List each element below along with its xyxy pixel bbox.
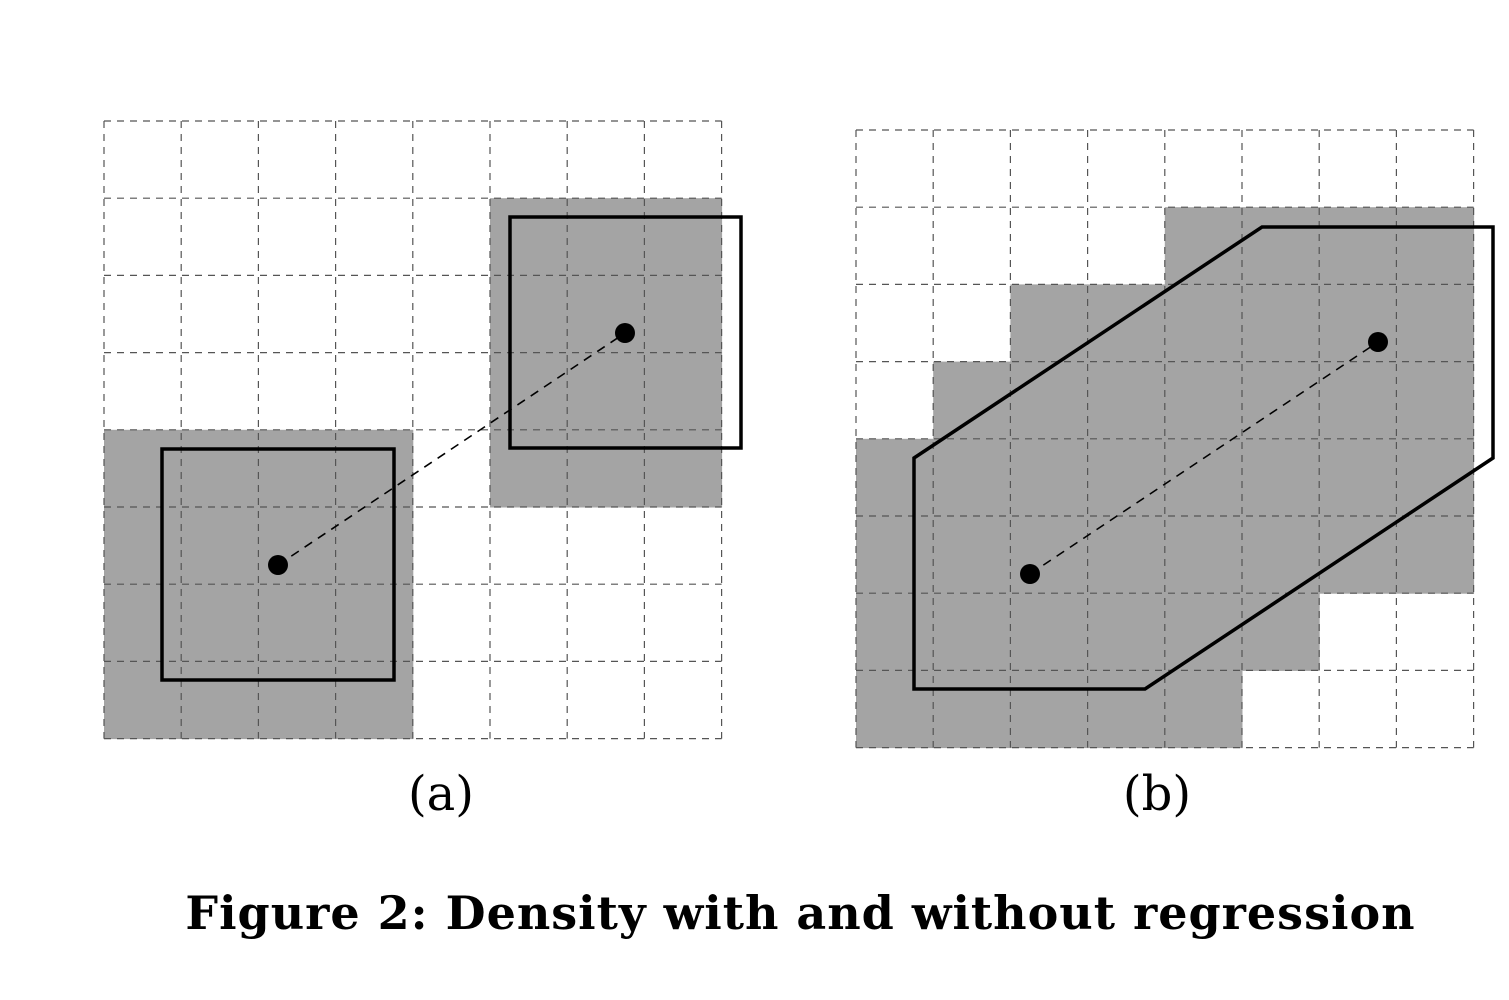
data-point xyxy=(268,555,288,575)
density-cell xyxy=(258,584,337,662)
density-cell xyxy=(1164,207,1243,285)
panel-a-without-regression xyxy=(103,120,743,740)
density-cell xyxy=(644,352,723,431)
density-cell xyxy=(335,429,414,508)
density-cell xyxy=(1242,207,1320,285)
density-cell xyxy=(933,593,1011,671)
density-cell xyxy=(1319,284,1397,363)
density-cell xyxy=(1164,670,1243,749)
density-cell xyxy=(567,429,645,508)
connector-line xyxy=(1029,341,1379,575)
density-cell xyxy=(258,507,337,585)
density-cell xyxy=(644,429,723,508)
density-cell xyxy=(644,275,723,354)
subfigure-label-b: (b) xyxy=(1122,766,1192,822)
panel-b-with-regression xyxy=(855,129,1495,749)
density-cell xyxy=(1087,438,1166,517)
density-cell xyxy=(181,429,259,508)
density-cell xyxy=(1010,516,1089,594)
density-cell xyxy=(1396,361,1475,440)
data-point xyxy=(1020,564,1040,584)
figure-caption: Figure 2: Density with and without regre… xyxy=(0,886,1509,940)
density-cell xyxy=(856,593,934,671)
density-cell xyxy=(1087,361,1166,440)
density-cell xyxy=(1010,670,1089,749)
density-cell xyxy=(1396,207,1475,285)
density-cell xyxy=(181,507,259,585)
lower-left-box xyxy=(160,447,396,682)
density-cell xyxy=(104,584,182,662)
density-cell xyxy=(1319,207,1397,285)
density-cell xyxy=(258,661,337,740)
density-cell xyxy=(104,429,182,508)
density-cell xyxy=(1010,361,1089,440)
density-cell xyxy=(856,516,934,594)
data-point xyxy=(615,323,635,343)
density-cell xyxy=(567,352,645,431)
connector-line xyxy=(277,332,626,566)
density-cell xyxy=(1242,438,1320,517)
subfigure-label-a: (a) xyxy=(407,766,475,822)
density-cell xyxy=(1242,284,1320,363)
density-cell xyxy=(1087,516,1166,594)
density-cell xyxy=(104,661,182,740)
density-cell xyxy=(856,670,934,749)
density-cell xyxy=(258,429,337,508)
density-cell xyxy=(490,275,568,354)
density-cell xyxy=(1319,361,1397,440)
density-cell xyxy=(1010,438,1089,517)
density-cell xyxy=(1242,361,1320,440)
figure-caption-text: Figure 2: Density with and without regre… xyxy=(185,886,1416,940)
density-cell xyxy=(1087,284,1166,363)
density-cell xyxy=(1164,361,1243,440)
density-cell xyxy=(856,438,934,517)
density-cell xyxy=(1010,593,1089,671)
regression-hexagon xyxy=(912,225,1495,691)
density-cell xyxy=(490,352,568,431)
density-cell xyxy=(933,670,1011,749)
upper-right-box xyxy=(508,215,743,450)
density-cell xyxy=(1396,516,1475,594)
density-cell xyxy=(1087,593,1166,671)
density-cell xyxy=(567,198,645,276)
density-cell xyxy=(933,516,1011,594)
density-cell xyxy=(567,275,645,354)
density-cell xyxy=(104,507,182,585)
density-cell xyxy=(1164,516,1243,594)
density-cell xyxy=(181,584,259,662)
density-cell xyxy=(490,429,568,508)
density-cell xyxy=(1164,438,1243,517)
data-point xyxy=(1368,332,1388,352)
density-cell xyxy=(933,438,1011,517)
density-cell xyxy=(644,198,723,276)
density-cell xyxy=(1396,284,1475,363)
density-cell xyxy=(181,661,259,740)
density-cell xyxy=(335,507,414,585)
density-cell xyxy=(335,661,414,740)
density-cell xyxy=(335,584,414,662)
density-cell xyxy=(1164,284,1243,363)
density-cell xyxy=(1319,438,1397,517)
density-cell xyxy=(490,198,568,276)
density-cell xyxy=(1242,593,1320,671)
